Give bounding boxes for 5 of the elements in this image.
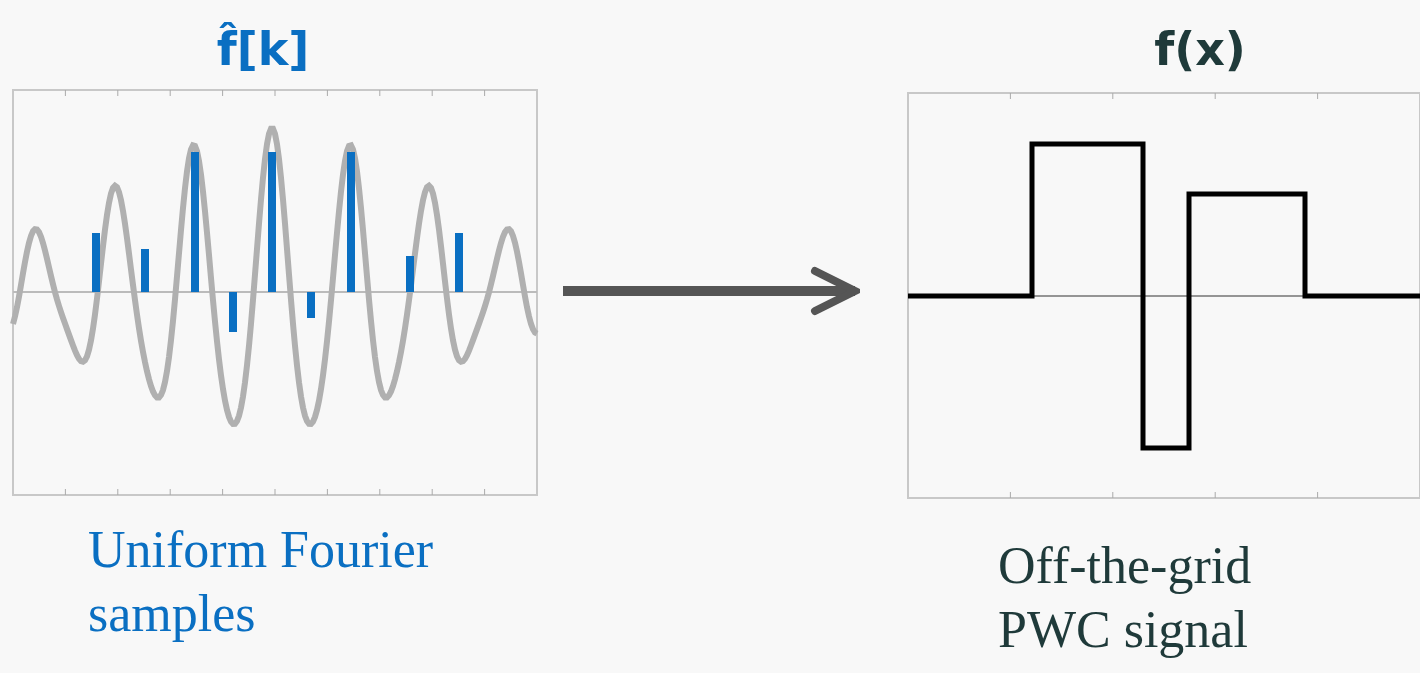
node-label: Off-the-grid PWC signal xyxy=(998,536,1253,660)
arrow xyxy=(563,267,859,315)
plot-title: f̂[k] xyxy=(215,22,311,76)
plot-title: f(x) xyxy=(1153,22,1247,76)
node-label: Uniform Fourier samples xyxy=(88,520,435,644)
